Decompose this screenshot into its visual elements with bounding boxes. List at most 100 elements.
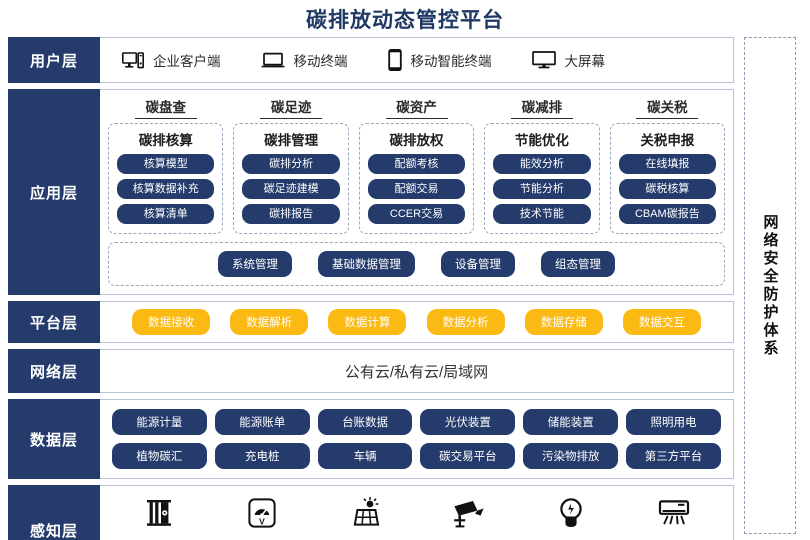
security-band: 网络安全防护体系 [744, 37, 796, 534]
layer-body-user: 企业客户端 移动终端 [100, 38, 733, 82]
data-source-pill[interactable]: 能源账单 [214, 409, 310, 436]
app-column-header: 碳减排 [510, 96, 573, 119]
app-column-header: 碳足迹 [260, 96, 323, 119]
app-feature-pill[interactable]: 在线填报 [618, 154, 717, 175]
user-terminal-big-screen[interactable]: 大屏幕 [531, 50, 606, 70]
app-feature-pill[interactable]: 碳排报告 [242, 204, 340, 225]
app-column-box: 碳排管理 碳排分析 碳足迹建模 碳排报告 [233, 123, 349, 235]
app-column-carbon-inventory: 碳盘查 碳排核算 核算模型 核算数据补充 核算清单 [108, 96, 224, 235]
layer-body-application: 碳盘查 碳排核算 核算模型 核算数据补充 核算清单 碳足迹 碳排管理 碳排分析 [100, 90, 733, 295]
app-feature-pill[interactable]: 能效分析 [493, 154, 591, 175]
svg-text:V: V [259, 517, 265, 527]
app-feature-pill[interactable]: 配额交易 [367, 179, 466, 200]
user-terminal-smart-mobile[interactable]: 移动智能终端 [387, 49, 492, 71]
cctv-camera-icon [451, 493, 485, 533]
common-service-pill[interactable]: 系统管理 [218, 251, 292, 278]
layer-user: 用户层 [8, 37, 734, 83]
data-source-pill[interactable]: 污染物排放 [523, 443, 619, 470]
app-feature-pill[interactable]: 节能分析 [493, 179, 591, 200]
app-feature-pill[interactable]: 碳排分析 [242, 154, 340, 175]
app-feature-pill[interactable]: 技术节能 [493, 204, 591, 225]
user-terminal-enterprise-client[interactable]: 企业客户端 [122, 50, 221, 70]
app-feature-pill[interactable]: 碳足迹建模 [242, 179, 340, 200]
layer-label-application: 应用层 [8, 89, 100, 296]
data-source-pill[interactable]: 能源计量 [112, 409, 207, 436]
layer-platform: 平台层 数据接收 数据解析 数据计算 数据分析 数据存储 数据交互 [8, 301, 734, 344]
security-band-label: 网络安全防护体系 [761, 213, 779, 358]
sense-device-carbon-monitor[interactable]: 碳监测 [112, 493, 207, 540]
data-source-pill[interactable]: 第三方平台 [626, 443, 721, 470]
app-column-box: 节能优化 能效分析 节能分析 技术节能 [484, 123, 600, 235]
layer-data: 数据层 能源计量 能源账单 台账数据 光伏装置 储能装置 照明用电 植物碳汇 充… [8, 399, 734, 480]
app-feature-pill[interactable]: 核算数据补充 [117, 179, 215, 200]
app-column-subtitle: 关税申报 [640, 133, 695, 148]
common-service-pill[interactable]: 基础数据管理 [318, 251, 415, 278]
user-terminal-label: 大屏幕 [564, 54, 606, 69]
app-column-box: 关税申报 在线填报 碳税核算 CBAM碳报告 [609, 123, 726, 235]
sense-device-solar[interactable]: 光伏发电 [318, 493, 413, 540]
solar-panel-icon [349, 493, 381, 533]
layer-label-platform: 平台层 [8, 301, 100, 344]
platform-capability-pill[interactable]: 数据计算 [328, 309, 407, 336]
application-column-group: 碳盘查 碳排核算 核算模型 核算数据补充 核算清单 碳足迹 碳排管理 碳排分析 [108, 96, 726, 235]
app-column-carbon-footprint: 碳足迹 碳排管理 碳排分析 碳足迹建模 碳排报告 [233, 96, 349, 235]
layer-label-user: 用户层 [8, 37, 100, 83]
app-feature-pill[interactable]: 核算清单 [117, 204, 215, 225]
data-source-pill[interactable]: 车辆 [317, 443, 413, 470]
app-feature-pill[interactable]: CBAM碳报告 [618, 204, 717, 225]
common-service-pill[interactable]: 设备管理 [441, 251, 515, 278]
common-service-pill[interactable]: 组态管理 [541, 251, 615, 278]
layer-body-sense: 碳监测 V 能源表计 [100, 486, 733, 540]
user-terminal-label: 移动终端 [293, 54, 348, 69]
user-terminal-label: 移动智能终端 [410, 54, 492, 69]
data-source-row-1: 能源计量 能源账单 台账数据 光伏装置 储能装置 照明用电 [112, 409, 721, 436]
app-column-box: 碳排核算 核算模型 核算数据补充 核算清单 [108, 123, 224, 235]
app-feature-pill[interactable]: 碳税核算 [618, 179, 717, 200]
sense-device-list: 碳监测 V 能源表计 [112, 493, 721, 540]
page-title: 碳排放动态管控平台 [306, 9, 504, 32]
user-terminal-mobile[interactable]: 移动终端 [261, 50, 348, 70]
data-source-pill[interactable]: 台账数据 [317, 409, 413, 436]
platform-capability-pill[interactable]: 数据分析 [426, 309, 505, 336]
layer-sense: 感知层 [8, 485, 734, 540]
carbon-sensor-icon [144, 493, 174, 533]
platform-capability-pill[interactable]: 数据交互 [622, 309, 701, 336]
app-column-header: 碳盘查 [134, 96, 197, 119]
app-feature-pill[interactable]: 核算模型 [117, 154, 215, 175]
app-feature-pill[interactable]: CCER交易 [367, 204, 466, 225]
data-source-pill[interactable]: 充电桩 [214, 443, 310, 470]
layer-body-network: 公有云/私有云/局域网 [100, 350, 733, 393]
app-column-header: 碳资产 [385, 96, 448, 119]
layer-network: 网络层 公有云/私有云/局域网 [8, 349, 734, 394]
smartphone-icon [387, 49, 402, 71]
sense-device-cctv[interactable]: 视频监控 [420, 493, 515, 540]
layer-stack: 用户层 [8, 37, 734, 540]
app-column-subtitle: 碳排管理 [264, 133, 319, 148]
sense-device-air-conditioner[interactable]: 空调制冷 [626, 493, 721, 540]
data-source-pill[interactable]: 储能装置 [523, 409, 619, 436]
data-source-pill[interactable]: 植物碳汇 [112, 443, 207, 470]
air-conditioner-icon [657, 493, 691, 533]
app-column-carbon-reduction: 碳减排 节能优化 能效分析 节能分析 技术节能 [484, 96, 600, 235]
app-column-header: 碳关税 [636, 96, 699, 119]
layer-label-sense: 感知层 [8, 485, 100, 540]
platform-capability-pill[interactable]: 数据接收 [132, 309, 211, 336]
platform-capability-pill[interactable]: 数据存储 [524, 309, 603, 336]
app-column-subtitle: 节能优化 [514, 133, 569, 148]
data-source-row-2: 植物碳汇 充电桩 车辆 碳交易平台 污染物排放 第三方平台 [112, 443, 721, 470]
energy-meter-icon: V [247, 493, 277, 533]
app-feature-pill[interactable]: 配额考核 [367, 154, 466, 175]
data-source-pill[interactable]: 光伏装置 [420, 409, 516, 436]
app-column-carbon-tariff: 碳关税 关税申报 在线填报 碳税核算 CBAM碳报告 [609, 96, 726, 235]
sense-device-lighting[interactable]: 照明插座 [523, 493, 618, 540]
layer-body-platform: 数据接收 数据解析 数据计算 数据分析 数据存储 数据交互 [100, 302, 733, 343]
data-source-pill[interactable]: 照明用电 [626, 409, 721, 436]
app-column-box: 碳排放权 配额考核 配额交易 CCER交易 [358, 123, 475, 235]
app-column-subtitle: 碳排放权 [389, 133, 444, 148]
network-description: 公有云/私有云/局域网 [344, 363, 489, 381]
layer-label-data: 数据层 [8, 399, 100, 480]
data-source-pill[interactable]: 碳交易平台 [420, 443, 516, 470]
sense-device-energy-meter[interactable]: V 能源表计 [215, 493, 310, 540]
platform-capability-pill[interactable]: 数据解析 [230, 309, 309, 336]
